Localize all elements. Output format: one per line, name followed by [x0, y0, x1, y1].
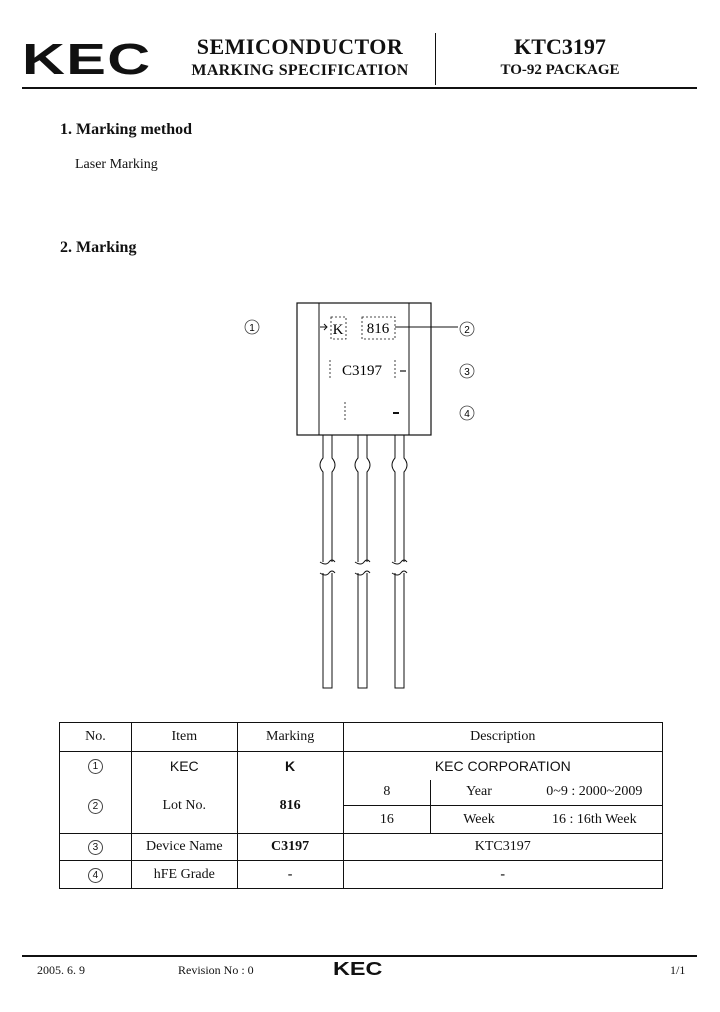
header-divider: [435, 33, 436, 85]
table-row: 16 Week 16 : 16th Week: [60, 805, 663, 834]
callout-2: [459, 321, 475, 337]
callout-3-label: 3: [464, 367, 470, 378]
header-rule: [22, 87, 697, 89]
row-no: 4: [87, 867, 103, 883]
lot-value-year: 0~9 : 2000~2009: [526, 779, 663, 806]
table-header-row: No. Item Marking Description: [59, 722, 664, 752]
k-mark-box: [330, 316, 347, 340]
lot-mark-text: 816: [367, 321, 390, 337]
lot-mark-box: [361, 316, 396, 340]
header-description: Description: [343, 722, 664, 752]
lot-code-week: 16: [343, 805, 432, 834]
lot-value-week: 16 : 16th Week: [526, 805, 663, 834]
row-item: KEC: [131, 751, 238, 780]
row-item: Device Name: [131, 833, 238, 861]
lot-code-year: 8: [343, 779, 432, 806]
package-leads: [319, 435, 408, 689]
row-item: Lot No.: [131, 779, 238, 834]
row-description: -: [343, 860, 664, 889]
device-mark-text: C3197: [342, 363, 383, 379]
package-type: TO-92 PACKAGE: [500, 62, 620, 78]
package-marking-diagram: K 816 C3197 1 2 3 4: [244, 302, 475, 689]
callout-1-label: 1: [249, 323, 255, 334]
row-marking: -: [237, 860, 344, 889]
header-item: Item: [131, 722, 238, 752]
table-row: 1 KEC K KEC CORPORATION: [59, 751, 664, 780]
lot-label-week: Week: [463, 811, 495, 827]
row-description: KTC3197: [343, 833, 664, 861]
k-mark-text: K: [333, 322, 344, 338]
document-subtitle: MARKING SPECIFICATION: [191, 62, 409, 79]
kec-logo: KEC: [22, 35, 152, 84]
footer-kec-logo: KEC: [333, 959, 383, 979]
lot-label-year: Year: [430, 779, 527, 806]
table-row: 4 hFE Grade - -: [59, 860, 664, 889]
header-marking: Marking: [237, 722, 344, 752]
row-description: KEC CORPORATION: [343, 751, 664, 780]
table-row: 2 Lot No. 816 8 Year 0~9 : 2000~2009: [59, 779, 663, 834]
row-no: 2: [87, 799, 103, 815]
footer-page: 1/1: [670, 963, 686, 977]
row-no: 3: [87, 840, 103, 855]
row-item: hFE Grade: [131, 860, 238, 889]
callout-2-label: 2: [464, 325, 470, 336]
header-no: No.: [59, 722, 132, 752]
row-marking: K: [237, 751, 344, 780]
row-no: 1: [87, 758, 103, 774]
footer-rule: [22, 955, 697, 957]
section-heading-marking: 2. Marking: [60, 239, 137, 256]
document-title: SEMICONDUCTOR: [196, 34, 404, 59]
callout-4-label: 4: [464, 409, 470, 420]
row-marking: C3197: [237, 833, 344, 861]
callout-4: [459, 405, 475, 421]
footer-date: 2005. 6. 9: [37, 963, 85, 977]
part-number: KTC3197: [514, 34, 606, 59]
callout-3: [459, 363, 475, 379]
package-body: [296, 302, 432, 436]
row-marking: 816: [237, 779, 344, 834]
callout-1: [244, 319, 260, 335]
footer-revision: Revision No : 0: [178, 963, 254, 977]
table-row: 3 Device Name C3197 KTC3197: [59, 833, 664, 861]
marking-method-text: Laser Marking: [75, 157, 158, 172]
marking-table: No. Item Marking Description 1 KEC K KEC…: [59, 722, 664, 889]
section-heading-marking-method: 1. Marking method: [60, 121, 192, 138]
